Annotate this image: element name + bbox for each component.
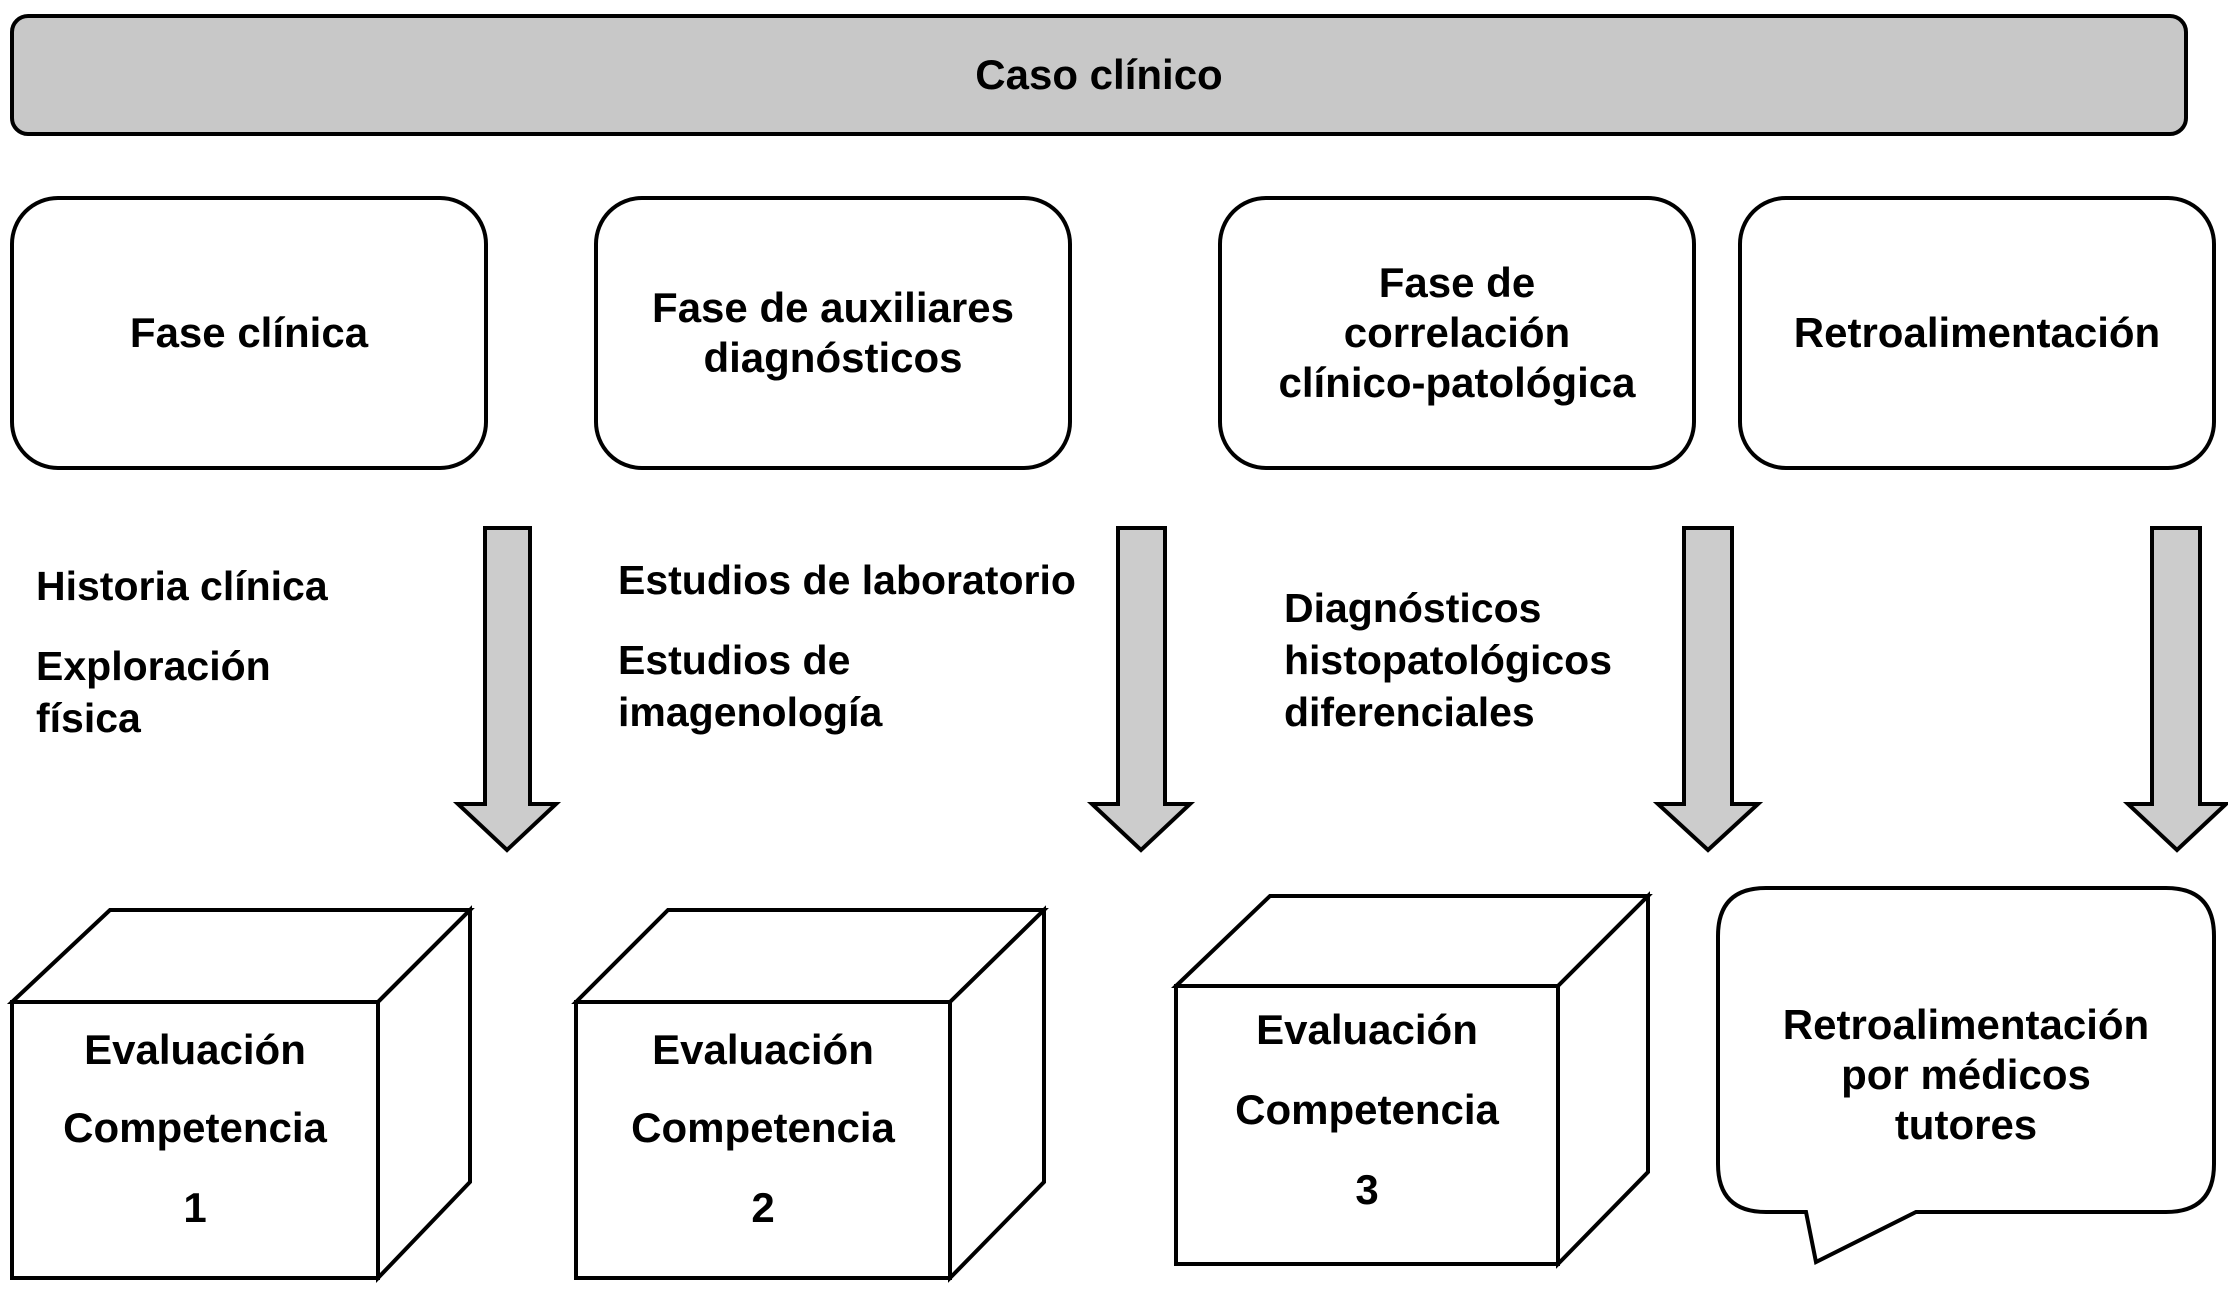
activity-item: Historia clínica	[36, 563, 328, 609]
phase-label: Fase de auxiliares diagnósticos	[652, 284, 1014, 381]
phase-label: Retroalimentación	[1793, 309, 2161, 356]
competence-number: 3	[1355, 1166, 1379, 1213]
phase-feedback-box: Retroalimentación	[1738, 196, 2216, 470]
feedback-speech-bubble	[1716, 886, 2216, 1265]
competence-label: Competencia	[1235, 1086, 1499, 1133]
activity-item: Estudios de laboratorio	[618, 557, 1076, 603]
competence-number: 2	[751, 1184, 775, 1231]
evaluation-cube-3	[1171, 891, 1653, 1269]
evaluation-label: Evaluación	[652, 1026, 874, 1073]
competence-label: Competencia	[631, 1104, 895, 1151]
activity-item: Diagnósticos histopatológicos diferencia…	[1284, 585, 1612, 735]
competence-number: 1	[183, 1184, 207, 1231]
down-arrow	[452, 526, 562, 853]
evaluation-label: Evaluación	[84, 1026, 306, 1073]
evaluation-cube-2	[571, 905, 1049, 1283]
activity-item: Estudios de imagenología	[618, 637, 883, 735]
activity-item: Exploración física	[36, 643, 271, 741]
phase-clinicopathologic-correlation-box: Fase de correlación clínico-patológica	[1218, 196, 1696, 470]
phase-auxiliary-diagnostics-box: Fase de auxiliares diagnósticos	[594, 196, 1072, 470]
down-arrow	[2122, 526, 2228, 853]
down-arrow	[1086, 526, 1196, 853]
evaluation-cube-1	[6, 905, 475, 1283]
case-title: Caso clínico	[975, 51, 1223, 98]
feedback-label: Retroalimentación por médicos tutores	[1782, 1001, 2150, 1148]
down-arrow	[1652, 526, 1764, 853]
case-header: Caso clínico	[10, 14, 2188, 136]
competence-label: Competencia	[63, 1104, 327, 1151]
phase-clinical-box: Fase clínica	[10, 196, 488, 470]
evaluation-label: Evaluación	[1256, 1006, 1478, 1053]
phase-label: Fase de correlación clínico-patológica	[1278, 259, 1636, 406]
phase-label: Fase clínica	[129, 309, 369, 356]
